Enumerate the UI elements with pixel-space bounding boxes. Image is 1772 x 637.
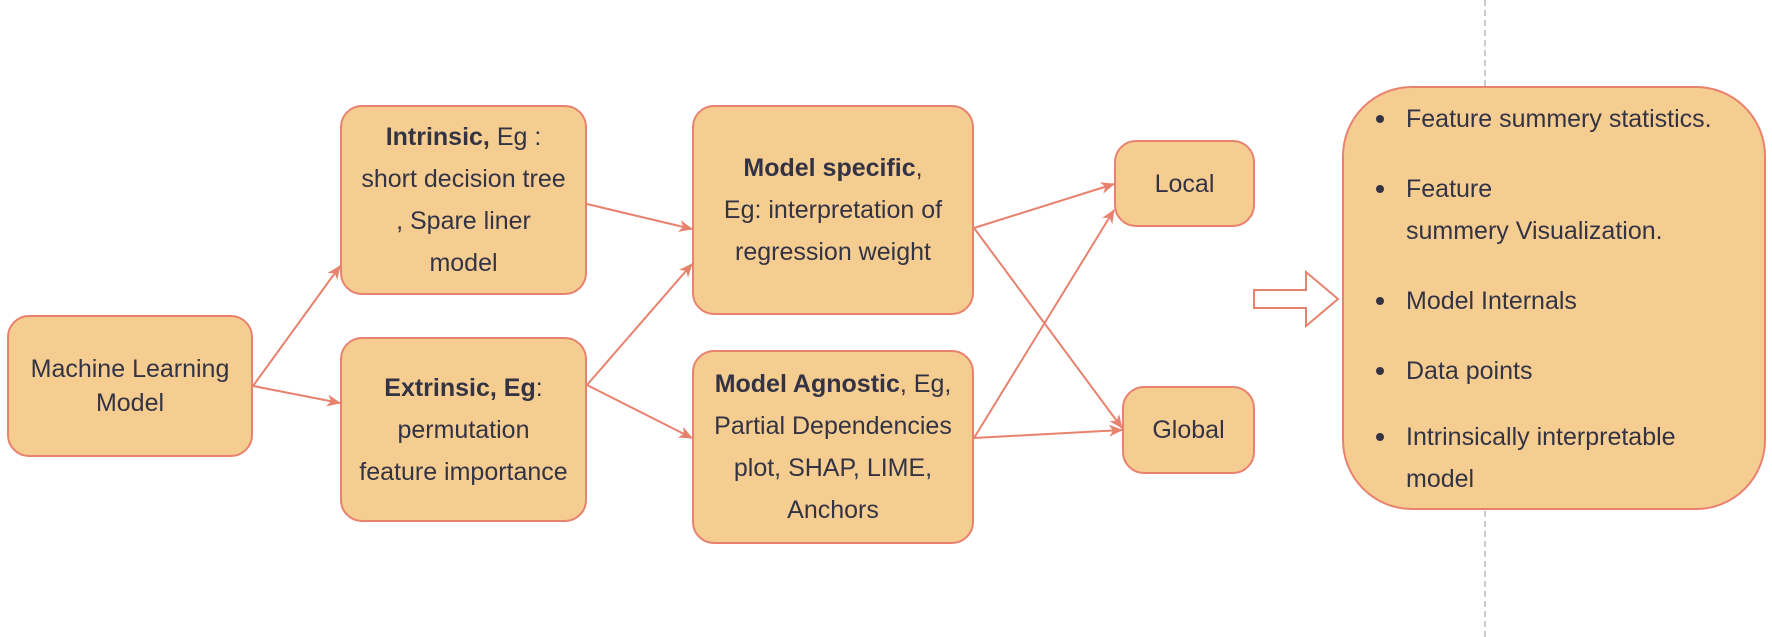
node-extrinsic: Extrinsic, Eg: permutation feature impor… (340, 337, 587, 522)
summary-item: Model Internals (1372, 280, 1762, 322)
summary-item: Feature summery Visualization. (1372, 168, 1762, 252)
edge-ml-to-extrinsic (252, 385, 341, 407)
summary-bullet-list: Feature summery statistics. Feature summ… (1372, 98, 1762, 528)
bullet-icon (1376, 433, 1384, 441)
agnostic-line-4: Anchors (787, 496, 879, 524)
ml-line-2: Model (95, 389, 165, 417)
summary-item: Intrinsically interpretable model (1372, 416, 1762, 500)
summary-item-line: Data points (1406, 357, 1533, 385)
agnostic-heading-rest: , Eg, (899, 370, 952, 398)
agnostic-line-2: Partial Dependencies (714, 412, 952, 440)
edge-intrinsic-to-specific (586, 203, 693, 232)
global-label: Global (1152, 416, 1225, 444)
edge-extrinsic-to-specific (586, 263, 693, 386)
node-summary-list: Feature summery statistics. Feature summ… (1342, 86, 1766, 510)
intrinsic-line-2: short decision tree (361, 165, 566, 193)
summary-item: Data points (1372, 350, 1762, 392)
bullet-icon (1376, 185, 1384, 193)
specific-line-3: regression weight (735, 238, 931, 266)
ml-line-1: Machine Learning (30, 355, 230, 383)
specific-line-2: Eg: interpretation of (723, 196, 943, 224)
intrinsic-heading: Intrinsic, (385, 123, 490, 151)
node-model-agnostic: Model Agnostic, Eg, Partial Dependencies… (692, 350, 974, 544)
summary-item-line: model (1406, 465, 1475, 493)
node-global: Global (1122, 386, 1255, 474)
summary-item-line: Model Internals (1406, 287, 1577, 315)
edge-ml-to-intrinsic (252, 265, 341, 387)
extrinsic-heading-rest: : (535, 373, 543, 402)
node-intrinsic: Intrinsic, Eg : short decision tree , Sp… (340, 105, 587, 295)
summary-item: Feature summery statistics. (1372, 98, 1762, 140)
summary-item-line: Intrinsically interpretable (1406, 423, 1676, 451)
extrinsic-heading: Extrinsic, Eg (384, 373, 536, 402)
extrinsic-line-3: feature importance (359, 457, 568, 486)
intrinsic-heading-rest: Eg : (489, 123, 542, 151)
edge-agnostic-to-global (973, 424, 1123, 439)
specific-heading-rest: , (915, 154, 923, 182)
intrinsic-line-4: model (429, 249, 498, 277)
edge-agnostic-to-local (973, 209, 1115, 439)
bullet-icon (1376, 367, 1384, 375)
extrinsic-line-2: permutation (397, 415, 530, 444)
agnostic-heading: Model Agnostic (714, 370, 900, 398)
bullet-icon (1376, 297, 1384, 305)
summary-item-line: summery Visualization. (1406, 217, 1663, 245)
node-machine-learning-model: Machine Learning Model (7, 315, 253, 457)
agnostic-line-3: plot, SHAP, LIME, (733, 454, 933, 482)
intrinsic-line-3: , Spare liner (396, 207, 531, 235)
edge-specific-to-global (973, 227, 1123, 429)
local-label: Local (1154, 169, 1215, 198)
edge-extrinsic-to-agnostic (586, 384, 693, 439)
summary-item-line: Feature summery statistics. (1406, 105, 1712, 133)
node-local: Local (1114, 140, 1255, 227)
specific-heading: Model specific (743, 154, 916, 182)
edge-specific-to-local (973, 182, 1115, 229)
node-model-specific: Model specific, Eg: interpretation of re… (692, 105, 974, 315)
hollow-right-arrow-icon (1253, 269, 1340, 329)
bullet-icon (1376, 115, 1384, 123)
summary-item-line: Feature (1406, 175, 1493, 203)
